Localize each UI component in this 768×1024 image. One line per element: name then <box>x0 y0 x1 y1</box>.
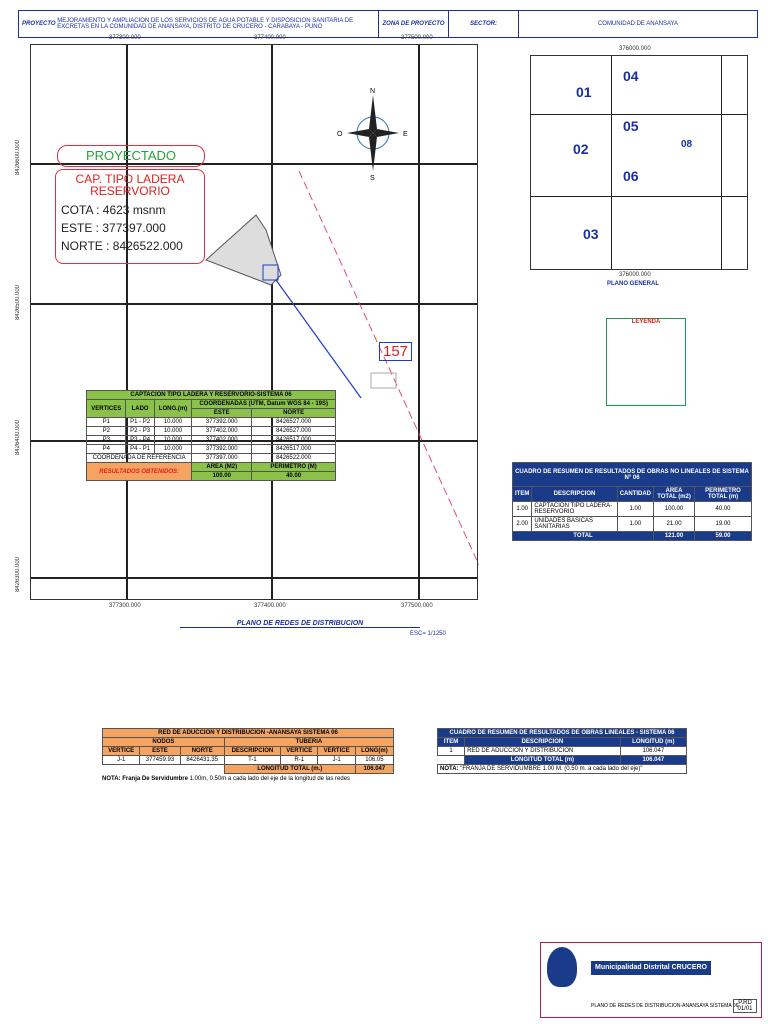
y-tick: 8426500.000 <box>15 285 21 321</box>
pipe-line <box>270 272 362 399</box>
x-tick: 377500.000 <box>401 603 433 609</box>
structure-name: CAP. TIPO LADERA RESERVORIO <box>75 172 185 198</box>
este-text: ESTE : 377397.000 <box>61 221 166 235</box>
y-tick: 8426300.000 <box>15 557 21 593</box>
sector-label: 08 <box>681 139 693 150</box>
y-tick: 8426400.000 <box>15 420 21 456</box>
general-map-inset: 376000.000 376000.000 01 04 05 02 06 03 … <box>530 46 748 287</box>
title-block: Municipalidad Distrital CRUCERO PLANO DE… <box>540 942 762 1018</box>
captacion-table: CAPTACION TIPO LADERA Y RESERVORIO-SISTE… <box>85 390 336 481</box>
structure-info-box: CAP. TIPO LADERA RESERVORIO COTA : 4623 … <box>55 169 205 264</box>
no-lineales-title: CUADRO DE RESUMEN DE RESULTADOS DE OBRAS… <box>512 462 752 487</box>
plan-title: PLANO DE REDES DE DISTRIBUCION <box>180 620 420 628</box>
sector-label: 01 <box>576 84 592 100</box>
map-drawing: N S O E <box>205 88 479 566</box>
proyecto-text: MEJORAMIENTO Y AMPLIACION DE LOS SERVICI… <box>57 18 354 30</box>
y-tick: 8426600.000 <box>15 140 21 176</box>
plan-name: PLANO DE REDES DE DISTRIBUCION-ANANSAYA … <box>591 1003 739 1009</box>
sector-label: 05 <box>623 118 639 134</box>
proyecto-label: PROYECTO <box>22 21 56 27</box>
sector-label: 02 <box>573 141 589 157</box>
legend-box: LEYENDA <box>606 318 686 406</box>
red-aduccion-table: RED DE ADUCCION Y DISTRIBUCION -ANANSAYA… <box>101 728 395 774</box>
legend-title: LEYENDA <box>631 319 661 325</box>
compass-o: O <box>337 131 343 138</box>
no-lineales-table: CUADRO DE RESUMEN DE RESULTADOS DE OBRAS… <box>511 462 752 541</box>
cota-text: COTA : 4623 msnm <box>61 203 166 217</box>
inset-x-tick: 376000.000 <box>619 272 651 278</box>
red-title: RED DE ADUCCION Y DISTRIBUCION -ANANSAYA… <box>102 728 394 738</box>
plan-scale: ESC= 1/1250 <box>410 631 446 637</box>
municipality-name: Municipalidad Distrital CRUCERO <box>591 961 711 975</box>
lineales-table: CUADRO DE RESUMEN DE RESULTADOS DE OBRAS… <box>436 728 688 774</box>
sector-label: 04 <box>623 68 639 84</box>
reservoir-symbol <box>205 214 282 286</box>
compass-n: N <box>370 88 375 95</box>
sector-label: 03 <box>583 226 599 242</box>
x-tick: 377300.000 <box>109 35 141 41</box>
red-note: NOTA: Franja De Servidumbre 1.00m, 0.50m… <box>102 776 351 782</box>
x-tick: 377400.000 <box>254 35 286 41</box>
inset-caption: PLANO GENERAL <box>607 281 660 287</box>
x-tick: 377300.000 <box>109 603 141 609</box>
x-tick: 377400.000 <box>254 603 286 609</box>
compass-rose: N S O E <box>337 88 408 182</box>
proyectado-label: PROYECTADO <box>57 145 205 167</box>
norte-text: NORTE : 8426522.000 <box>61 239 183 253</box>
reservoir-footprint <box>262 264 279 281</box>
plan-title-block: PLANO DE REDES DE DISTRIBUCION <box>180 620 420 628</box>
sector-label: SECTOR: <box>449 11 519 37</box>
captacion-title: CAPTACION TIPO LADERA Y RESERVORIO-SISTE… <box>86 390 336 400</box>
compass-s: S <box>370 175 375 182</box>
parcel-outline <box>370 372 397 389</box>
lineales-title: CUADRO DE RESUMEN DE RESULTADOS DE OBRAS… <box>437 728 687 738</box>
sector-label: 06 <box>623 168 639 184</box>
zona-label: ZONA DE PROYECTO <box>379 11 449 37</box>
inset-x-tick: 376000.000 <box>619 46 651 52</box>
sector-value: COMUNIDAD DE ANANSAYA <box>597 21 679 27</box>
node-number-label: 157 <box>379 342 413 361</box>
x-tick: 377500.000 <box>401 35 433 41</box>
compass-e: E <box>403 131 408 138</box>
municipal-logo <box>547 947 577 987</box>
title-header: PROYECTO MEJORAMIENTO Y AMPLIACION DE LO… <box>18 10 758 38</box>
main-map: 377300.000 377400.000 377500.000 377300.… <box>15 35 479 609</box>
sheet-info: P.RD 01/01 <box>733 999 757 1013</box>
boundary-line <box>298 170 479 566</box>
